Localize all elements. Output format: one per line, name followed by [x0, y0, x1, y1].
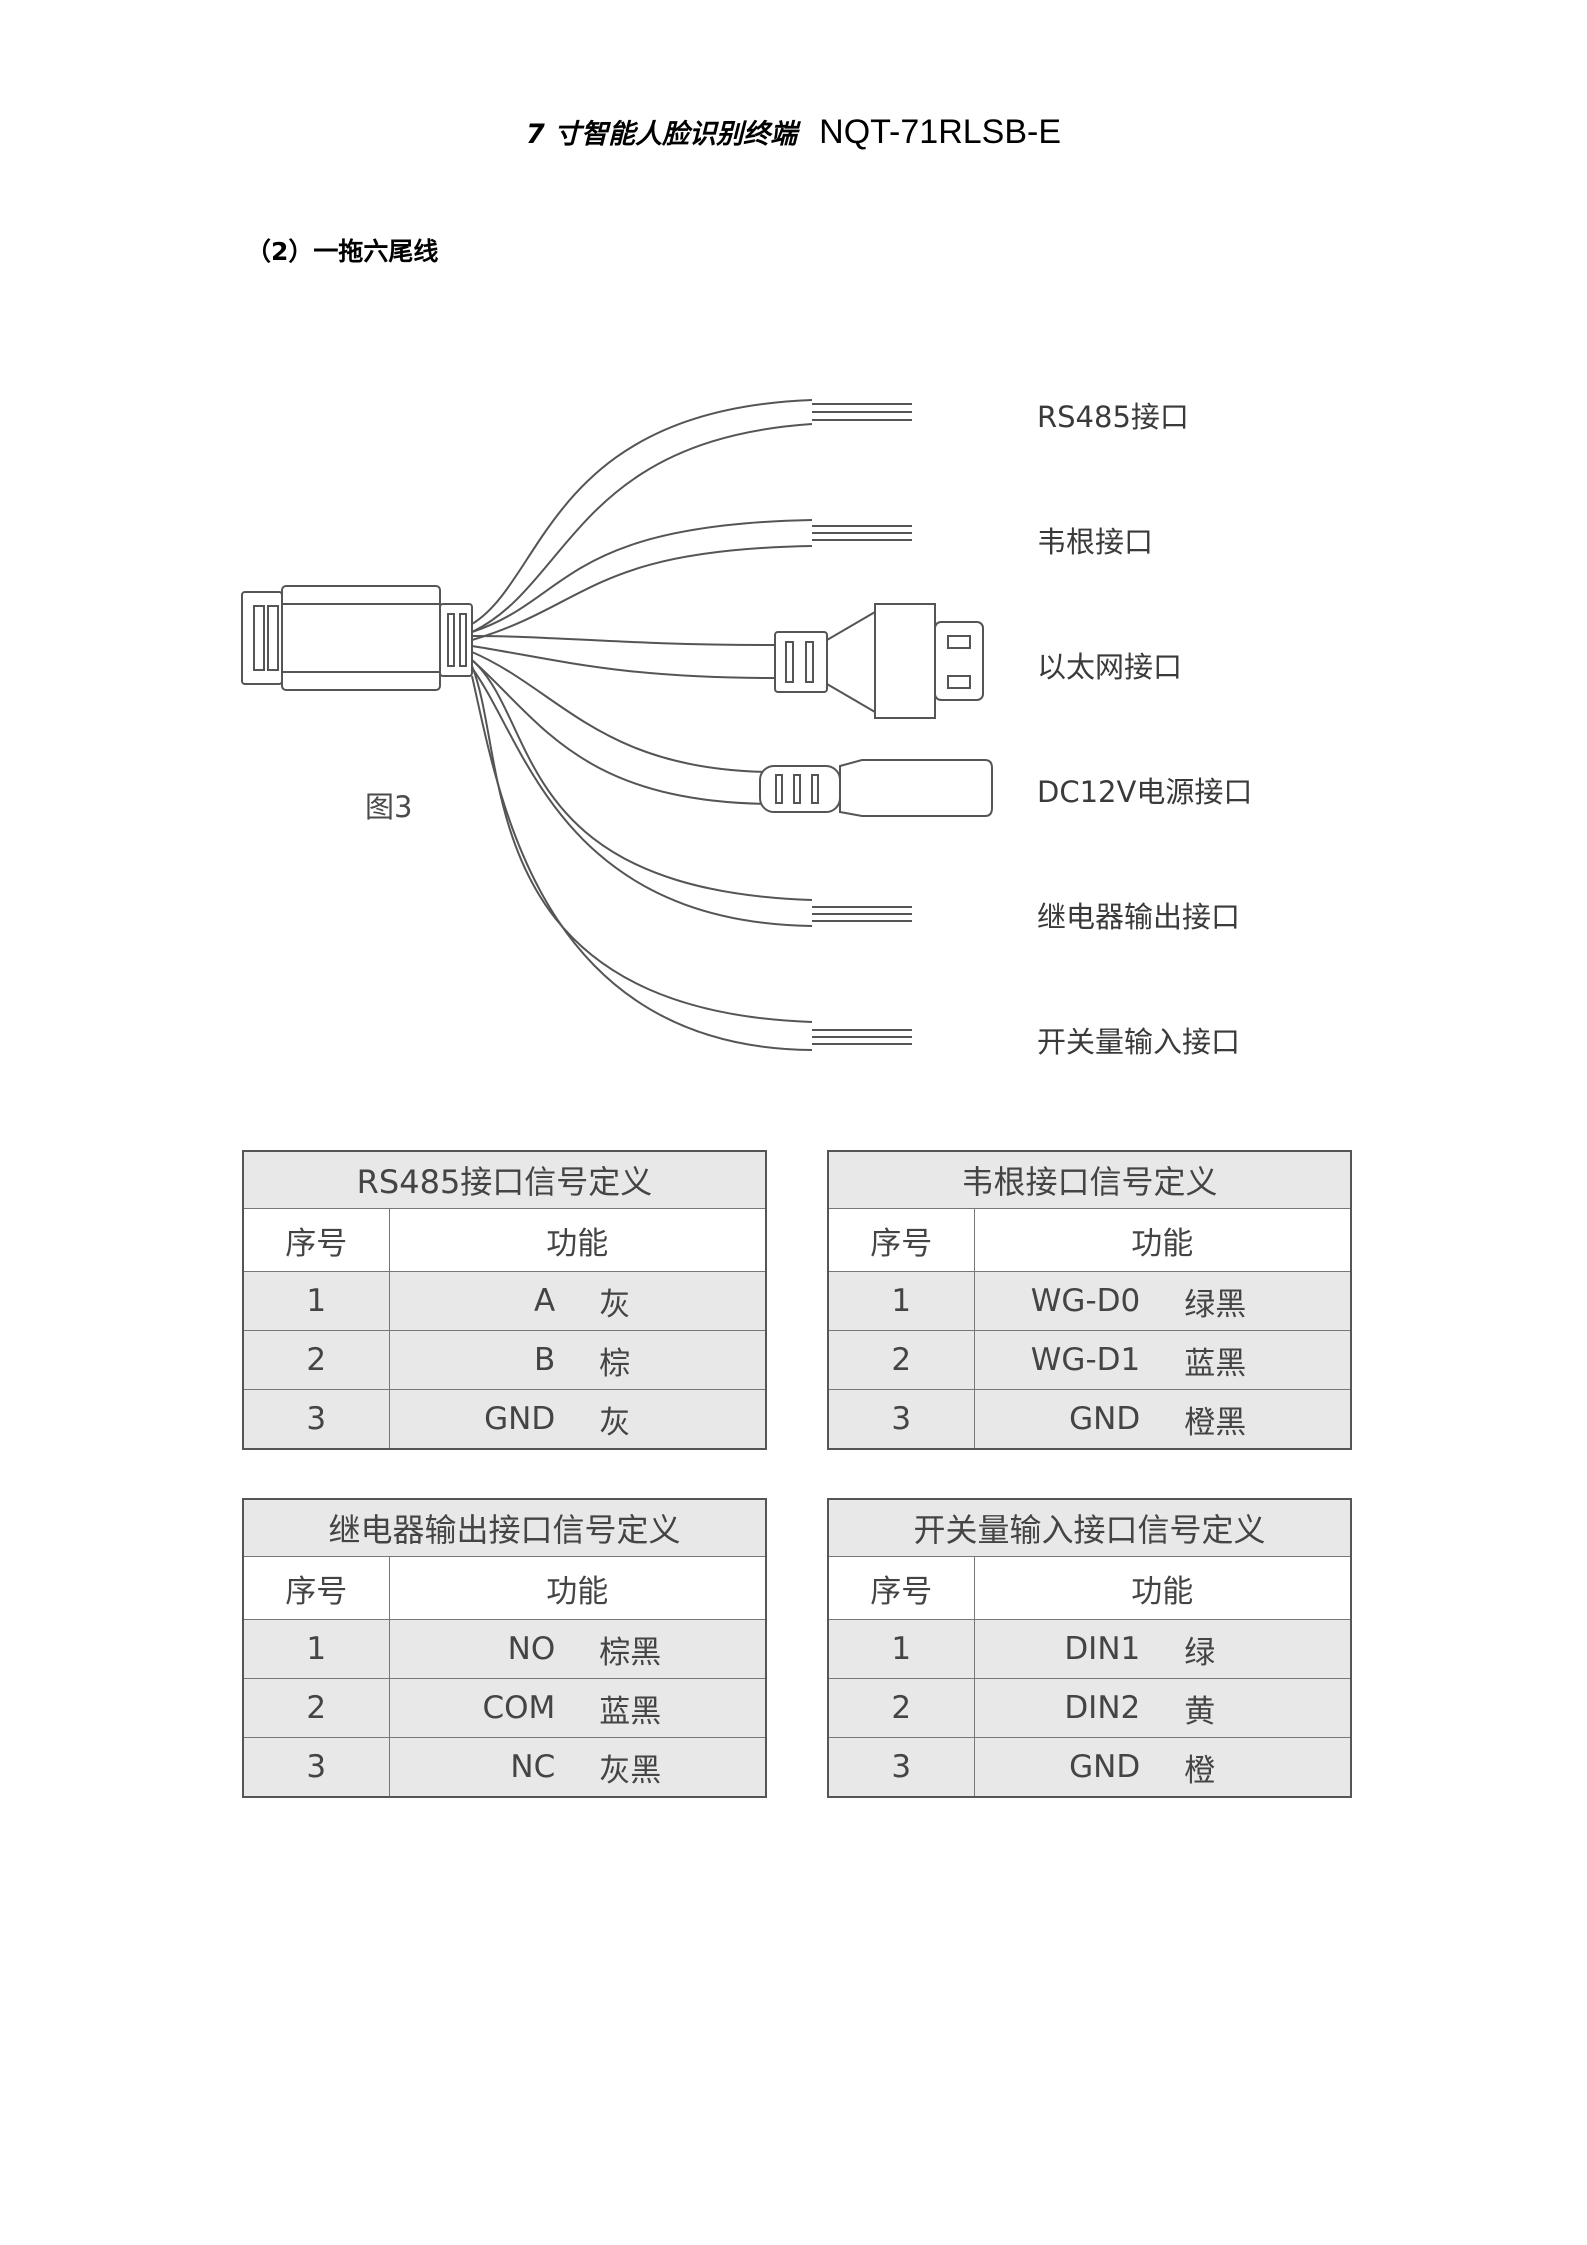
cable-relay	[471, 659, 912, 927]
row-index: 3	[827, 1737, 975, 1798]
table-row: 3 GND 橙黑	[827, 1389, 1352, 1450]
row-index: 3	[242, 1389, 390, 1450]
cable-switch-input	[471, 665, 912, 1051]
signal-code: GND	[1069, 1749, 1141, 1785]
signal-code: COM	[482, 1690, 556, 1726]
table-row: 2 WG-D1 蓝黑	[827, 1330, 1352, 1390]
wire-color: 灰	[599, 1404, 631, 1441]
col-header-function: 功能	[973, 1208, 1352, 1272]
signal-code: NC	[510, 1749, 556, 1785]
col-header-index: 序号	[827, 1556, 975, 1620]
port-label-dc12v: DC12V电源接口	[1037, 775, 1253, 809]
col-header-function: 功能	[388, 1208, 767, 1272]
wire-color: 橙黑	[1184, 1404, 1247, 1441]
row-index: 1	[242, 1619, 390, 1679]
signal-code: WG-D1	[1030, 1342, 1141, 1378]
port-label-switch-input: 开关量输入接口	[1037, 1025, 1241, 1059]
title-cn: 7 寸智能人脸识别终端	[525, 119, 798, 150]
row-index: 1	[827, 1271, 975, 1331]
table-title: 开关量输入接口信号定义	[827, 1498, 1352, 1557]
table-row: 2 DIN2 黄	[827, 1678, 1352, 1738]
signal-code: NO	[507, 1631, 556, 1667]
cable-rs485	[471, 399, 912, 633]
table-wiegand: 韦根接口信号定义 序号 功能 1 WG-D0 绿黑 2 WG-D1 蓝黑 3 GND…	[827, 1150, 1352, 1450]
col-header-index: 序号	[827, 1208, 975, 1272]
port-label-wiegand: 韦根接口	[1037, 525, 1154, 559]
table-row: 1 WG-D0 绿黑	[827, 1271, 1352, 1331]
table-relay: 继电器输出接口信号定义 序号 功能 1 NO 棕黑 2 COM 蓝黑 3 NC 灰黑	[242, 1498, 767, 1798]
row-index: 2	[242, 1678, 390, 1738]
row-index: 1	[827, 1619, 975, 1679]
row-index: 2	[827, 1678, 975, 1738]
main-connector	[241, 585, 473, 691]
wire-color: 黄	[1184, 1693, 1216, 1730]
table-row: 3 NC 灰黑	[242, 1737, 767, 1798]
wire-color: 绿黑	[1184, 1286, 1247, 1323]
wire-color: 橙	[1184, 1752, 1216, 1789]
wire-color: 蓝黑	[599, 1693, 662, 1730]
wire-color: 灰	[599, 1286, 631, 1323]
document-title: 7 寸智能人脸识别终端 NQT-71RLSB-E	[0, 112, 1587, 152]
cable-ethernet	[471, 603, 984, 719]
col-header-function: 功能	[388, 1556, 767, 1620]
table-row: 3 GND 灰	[242, 1389, 767, 1450]
col-header-index: 序号	[242, 1208, 390, 1272]
col-header-index: 序号	[242, 1556, 390, 1620]
row-index: 3	[242, 1737, 390, 1798]
wire-color: 棕	[599, 1345, 631, 1382]
port-label-rs485: RS485接口	[1037, 400, 1189, 434]
row-index: 3	[827, 1389, 975, 1450]
cable-wiegand	[471, 519, 912, 641]
port-label-ethernet: 以太网接口	[1037, 650, 1183, 684]
row-index: 2	[242, 1330, 390, 1390]
signal-code: WG-D0	[1030, 1283, 1141, 1319]
signal-code: B	[533, 1342, 556, 1378]
figure-caption: 图3	[365, 790, 413, 824]
row-index: 1	[242, 1271, 390, 1331]
wire-color: 灰黑	[599, 1752, 662, 1789]
signal-code: GND	[484, 1401, 556, 1437]
signal-code: DIN2	[1064, 1690, 1141, 1726]
table-row: 1 A 灰	[242, 1271, 767, 1331]
table-rs485: RS485接口信号定义 序号 功能 1 A 灰 2 B 棕 3 GND 灰	[242, 1150, 767, 1450]
table-title: 韦根接口信号定义	[827, 1150, 1352, 1209]
table-row: 2 B 棕	[242, 1330, 767, 1390]
table-row: 1 NO 棕黑	[242, 1619, 767, 1679]
table-switch-input: 开关量输入接口信号定义 序号 功能 1 DIN1 绿 2 DIN2 黄 3 GND 橙	[827, 1498, 1352, 1798]
section-heading: （2）一拖六尾线	[246, 237, 439, 266]
row-index: 2	[827, 1330, 975, 1390]
signal-code: DIN1	[1064, 1631, 1141, 1667]
wire-color: 绿	[1184, 1634, 1216, 1671]
cable-dc12v	[471, 651, 993, 817]
model-number: NQT-71RLSB-E	[819, 113, 1062, 151]
wire-color: 棕黑	[599, 1634, 662, 1671]
signal-code: GND	[1069, 1401, 1141, 1437]
table-title: RS485接口信号定义	[242, 1150, 767, 1209]
table-row: 1 DIN1 绿	[827, 1619, 1352, 1679]
col-header-function: 功能	[973, 1556, 1352, 1620]
table-row: 2 COM 蓝黑	[242, 1678, 767, 1738]
wire-color: 蓝黑	[1184, 1345, 1247, 1382]
port-label-relay: 继电器输出接口	[1037, 900, 1241, 934]
signal-code: A	[534, 1283, 556, 1319]
cable-diagram	[241, 399, 993, 1051]
table-row: 3 GND 橙	[827, 1737, 1352, 1798]
table-title: 继电器输出接口信号定义	[242, 1498, 767, 1557]
